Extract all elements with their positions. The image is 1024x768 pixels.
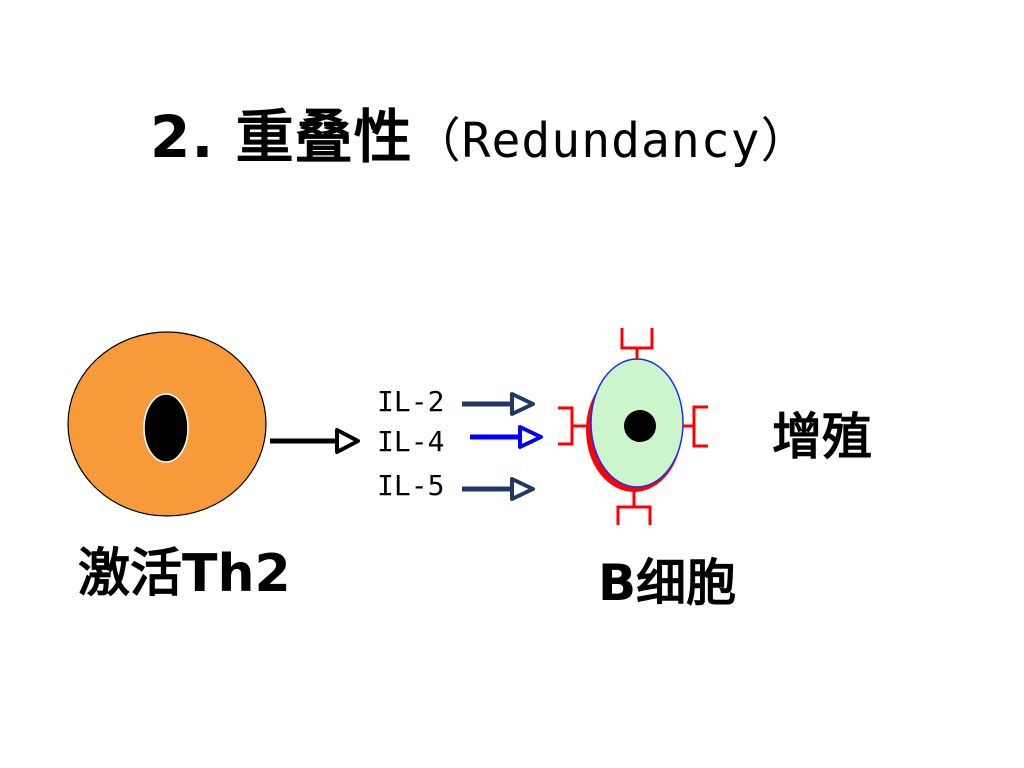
th2-cell: [67, 331, 267, 517]
il4-arrow: [470, 425, 543, 449]
slide-title: 2. 重叠性（Redundancy）: [150, 108, 810, 166]
receptor-top: [620, 328, 654, 360]
receptor-bottom: [616, 491, 652, 525]
cytokine-label-il5: IL-5: [377, 469, 445, 502]
activated-th2-label: 激活Th2: [78, 544, 291, 604]
proliferation-label: 增殖: [772, 408, 872, 466]
cytokine-label-il2: IL-2: [377, 385, 445, 418]
receptor-left: [558, 406, 588, 446]
il5-arrow: [462, 477, 535, 501]
b-cell: [586, 358, 684, 492]
b-cell-nucleus: [624, 410, 656, 442]
title-prefix: 2. 重叠性: [150, 103, 413, 171]
title-english: （Redundancy）: [412, 113, 810, 169]
b-cell-label: B细胞: [598, 554, 737, 612]
th2-nucleus: [143, 393, 189, 463]
il2-arrow: [462, 392, 535, 416]
secretion-arrow: [270, 428, 360, 454]
cytokine-label-il4: IL-4: [377, 425, 445, 458]
receptor-right: [683, 405, 708, 448]
